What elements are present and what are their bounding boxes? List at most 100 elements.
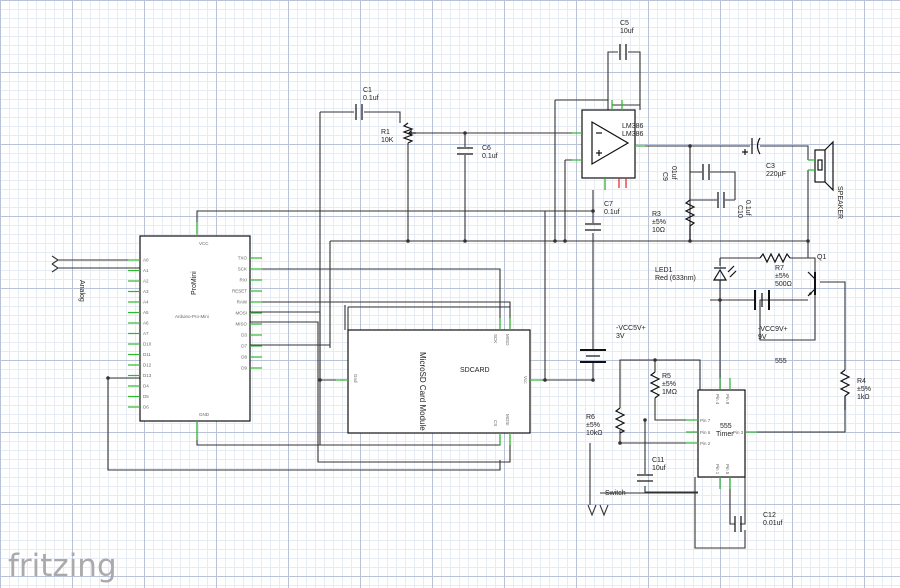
r5-value: 1MΩ: [662, 389, 677, 396]
timer-pin-6: Pin 6: [700, 430, 711, 435]
r6-name: R6: [586, 414, 595, 421]
sd-title: MicroSD Card Module: [418, 352, 427, 431]
c5-value: 10uf: [620, 28, 634, 35]
arduino-right-pin-label: D3: [241, 333, 247, 338]
c6-value: 0.1uf: [482, 153, 498, 160]
vcc5-value: 3V: [616, 333, 625, 340]
arduino-side-label: ProMini: [191, 271, 198, 295]
c6-name: C6: [482, 145, 491, 152]
arduino-name: Arduino-Pro-Mini: [175, 314, 209, 319]
r3-value: 10Ω: [652, 227, 665, 234]
r1-name: R1: [381, 129, 390, 136]
timer-sub: Timer: [716, 431, 734, 438]
battery-vcc9: -VCC9V+ 9V: [754, 290, 788, 341]
wires: [51, 51, 846, 549]
vcc9-name: -VCC9V+: [758, 326, 788, 333]
sd-chip: SDCARD: [460, 367, 490, 374]
c7-name: C7: [604, 201, 613, 208]
resistor-r3: R3 ±5% 10Ω: [652, 199, 696, 241]
timer-pin-7: Pin 7: [700, 418, 711, 423]
c7-value: 0.1uf: [604, 209, 620, 216]
capacitor-c10: C10 0.1uf: [717, 192, 751, 218]
c12-name: C12: [763, 512, 776, 519]
arduino-left-pin-label: D4: [143, 384, 149, 389]
lm386-amplifier: LM386 LM386: [572, 100, 645, 190]
led1-name: LED1: [655, 267, 673, 274]
c1-name: C1: [363, 87, 372, 94]
sd-pin-miso: MISO: [505, 334, 510, 346]
sd-pin-cs: CS: [493, 420, 498, 426]
arduino-right-pin-label: RXI: [239, 278, 247, 283]
r3-tol: ±5%: [652, 219, 666, 226]
arduino-right-pin-label: D9: [241, 366, 247, 371]
c5-name: C5: [620, 20, 629, 27]
arduino-left-pin-label: D5: [143, 394, 149, 399]
c3-value: 220µF: [766, 171, 786, 178]
arduino-left-pin-label: D13: [143, 373, 152, 378]
c9-value: 01uf: [670, 166, 677, 180]
r7-tol: ±5%: [775, 273, 789, 280]
capacitor-c9: C9 01uf: [661, 164, 710, 181]
arduino-left-pin-label: A7: [143, 331, 149, 336]
microsd-module: MicroSD Card Module SDCARD SCK MISO Gnd …: [336, 318, 542, 445]
arduino-left-pin-label: A4: [143, 300, 149, 305]
led1: LED1 Red (633nm): [655, 265, 737, 282]
r7-value: 500Ω: [775, 281, 792, 288]
arduino-right-pin-label: SCK: [238, 267, 247, 272]
resistor-r5: R5 ±5% 1MΩ: [649, 371, 677, 399]
r3-name: R3: [652, 211, 661, 218]
arduino-left-pin-label: A3: [143, 289, 149, 294]
c10-value: 0.1uf: [744, 200, 751, 216]
arduino-right-pin-label: TXO: [238, 256, 248, 261]
arduino-right-pin-label: RAW: [237, 300, 248, 305]
r4-name: R4: [857, 378, 866, 385]
fritzing-logo: fritzing: [8, 548, 117, 584]
arduino-pro-mini: VCC GND ProMini Arduino-Pro-Mini A0A1A2A…: [128, 222, 262, 440]
capacitor-c3: C3 220µF: [742, 137, 786, 178]
label-555: 555: [775, 358, 787, 365]
timer-pin-3: Pin 3: [733, 430, 744, 435]
speaker: SPEAKER: [808, 140, 843, 219]
arduino-left-pin-label: A2: [143, 279, 149, 284]
arduino-left-pin-label: A1: [143, 268, 149, 273]
timer-pin-8: Pin 8: [725, 394, 730, 405]
c11-name: C11: [652, 457, 664, 464]
arduino-left-pin-label: D10: [143, 342, 152, 347]
resistor-r7: R7 ±5% 500Ω: [759, 252, 792, 288]
sd-pin-gnd: Gnd: [353, 374, 358, 383]
amp-name-1: LM386: [622, 123, 644, 130]
sd-pin-vcc: Vcc: [523, 376, 528, 384]
analog-label: Analog: [78, 280, 85, 302]
capacitor-c7: C7 0.1uf: [585, 201, 620, 231]
arduino-left-pin-label: A0: [143, 258, 149, 263]
vcc9-value: 9V: [758, 334, 767, 341]
switch-label: Switch: [605, 490, 626, 497]
r7-name: R7: [775, 265, 784, 272]
r1-value: 10K: [381, 137, 394, 144]
arduino-vcc-pin: VCC: [199, 241, 209, 246]
r5-tol: ±5%: [662, 381, 676, 388]
arduino-right-pin-label: D7: [241, 344, 247, 349]
capacitor-c11: C11 10uf: [637, 457, 666, 482]
amp-name-2: LM386: [622, 131, 644, 138]
timer-pin-1: Pin 1: [715, 464, 720, 475]
r5-name: R5: [662, 373, 671, 380]
resistor-r6: R6 ±5% 10kΩ: [586, 407, 626, 437]
arduino-right-pin-label: MOSI: [235, 311, 247, 316]
arduino-left-pin-label: A6: [143, 321, 149, 326]
sd-pin-mosi: MOSI: [505, 414, 510, 426]
junctions: [106, 131, 810, 445]
timer-title: 555: [720, 423, 732, 430]
r6-tol: ±5%: [586, 422, 600, 429]
battery-vcc5: -VCC5V+ 3V: [580, 325, 646, 363]
transistor-q1: Q1: [807, 254, 826, 297]
capacitor-c1: C1 0.1uf: [355, 87, 379, 120]
led1-value: Red (633nm): [655, 275, 696, 282]
c9-name: C9: [661, 172, 668, 181]
capacitor-c12: C12 0.01uf: [734, 512, 783, 532]
q1-label: Q1: [817, 254, 826, 261]
c1-value: 0.1uf: [363, 95, 379, 102]
arduino-left-pin-label: D11: [143, 352, 151, 357]
timer-pin-4: Pin 4: [715, 394, 720, 405]
arduino-left-pin-label: D6: [143, 405, 149, 410]
